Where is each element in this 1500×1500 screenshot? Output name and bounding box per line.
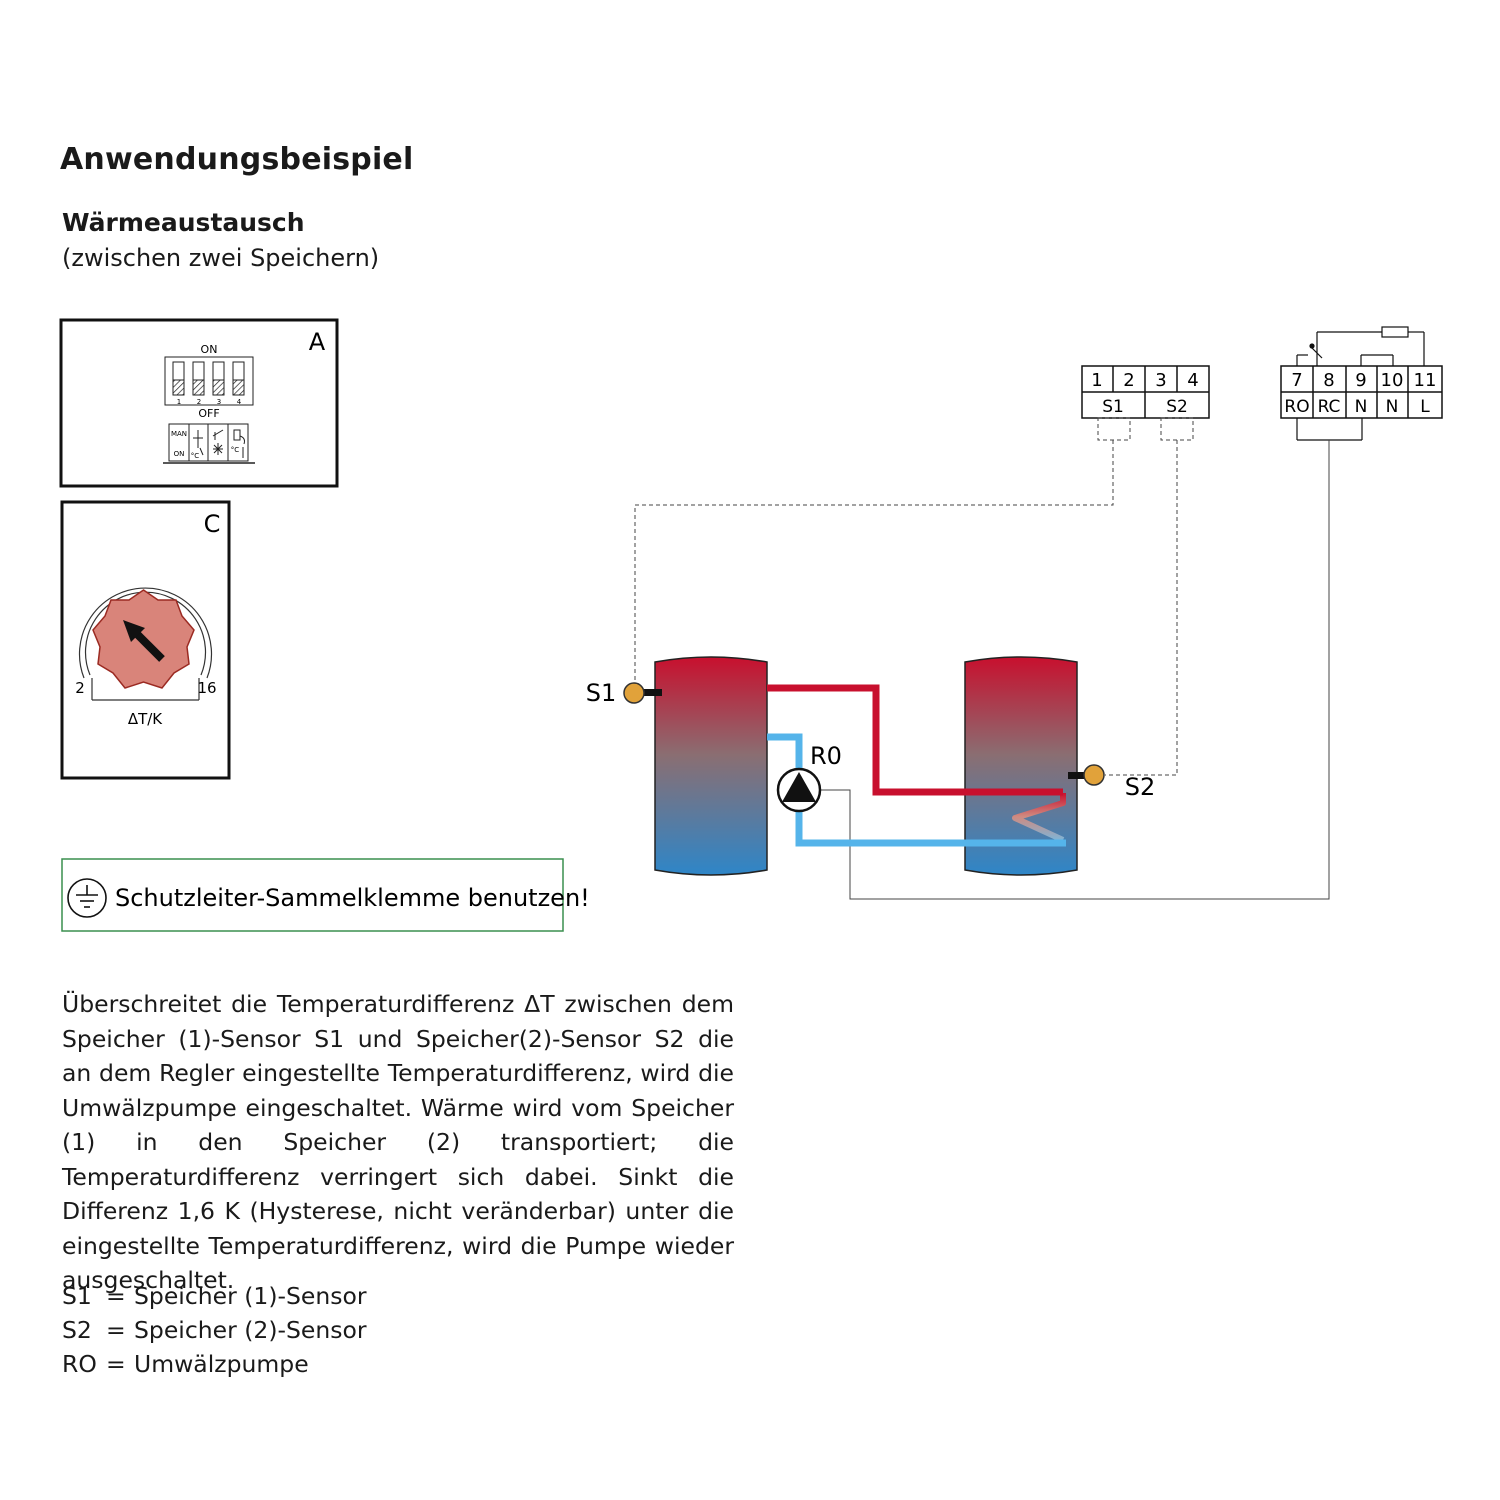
abbreviation-legend: S1 = Speicher (1)-Sensor S2 = Speicher (… <box>62 1279 367 1381</box>
dial-max-label: 16 <box>197 679 216 697</box>
dip-off-label: OFF <box>198 407 219 420</box>
page-title: Anwendungsbeispiel <box>60 142 414 177</box>
sensor-s2 <box>1068 764 1105 786</box>
terminal-number-4: 4 <box>1187 370 1198 391</box>
legend-row: RO = Umwälzpumpe <box>62 1347 367 1381</box>
mode-label-man: MAN <box>171 430 187 438</box>
cold-pipe <box>767 733 803 772</box>
dip-number-1: 1 <box>177 398 181 406</box>
mode-label-on: ON <box>174 450 185 458</box>
section-subtitle: (zwischen zwei Speichern) <box>62 244 380 272</box>
relay-terminal-block: 7 8 9 10 11 RO RC N N L <box>1280 326 1443 441</box>
legend-equals: = <box>106 1282 126 1310</box>
terminal-label-n1: N <box>1355 397 1368 417</box>
dip-switch-2[interactable] <box>192 361 205 396</box>
dip-number-2: 2 <box>197 398 201 406</box>
legend-key: S2 <box>62 1316 92 1344</box>
section-title: Wärmeaustausch <box>62 208 305 237</box>
terminal-number-11: 11 <box>1414 370 1437 391</box>
terminal-label-s2: S2 <box>1166 397 1188 417</box>
panel-c-letter: C <box>204 510 221 538</box>
dip-switch-4[interactable] <box>232 361 245 396</box>
pump-power-wire <box>820 440 1330 900</box>
terminal-number-8: 8 <box>1323 370 1334 391</box>
terminal-number-10: 10 <box>1381 370 1404 391</box>
dip-switch-3[interactable] <box>212 361 225 396</box>
dip-on-label: ON <box>201 343 218 356</box>
dial-min-label: 2 <box>75 679 85 697</box>
sensor-s1 <box>623 682 662 704</box>
terminal-number-3: 3 <box>1155 370 1166 391</box>
legend-row: S2 = Speicher (2)-Sensor <box>62 1313 367 1347</box>
relay-contact-wiring <box>1296 326 1425 441</box>
sensor-s1-label: S1 <box>586 679 617 707</box>
storage-tank-1 <box>654 656 768 876</box>
terminal-number-2: 2 <box>1123 370 1134 391</box>
terminal-number-7: 7 <box>1291 370 1302 391</box>
heat-exchanger-coil <box>1012 793 1066 843</box>
ground-icon <box>67 878 107 918</box>
terminal-label-ro: RO <box>1284 397 1309 417</box>
terminal-label-n2: N <box>1386 397 1399 417</box>
cold-return-pipe <box>795 810 1066 847</box>
pump-label: R0 <box>810 742 842 770</box>
mode-symbol-strip <box>163 423 255 464</box>
dip-switch-panel: A ON 1 2 3 4 OFF <box>59 318 339 488</box>
ground-notice-text: Schutzleiter-Sammelklemme benutzen! <box>115 884 590 912</box>
terminal-number-1: 1 <box>1091 370 1102 391</box>
hot-pipe <box>767 684 1063 796</box>
dial-unit-label: ΔT/K <box>128 710 163 728</box>
legend-equals: = <box>106 1316 126 1344</box>
circulation-pump <box>776 767 822 813</box>
knob-pointer-arrow <box>123 620 165 662</box>
mode-label-celsius-2: °C <box>231 446 240 454</box>
legend-value: Speicher (1)-Sensor <box>134 1282 367 1310</box>
dip-number-4: 4 <box>237 398 242 406</box>
legend-key: S1 <box>62 1282 92 1310</box>
legend-value: Umwälzpumpe <box>134 1350 309 1378</box>
storage-tank-2 <box>964 656 1078 876</box>
terminal-number-9: 9 <box>1355 370 1366 391</box>
legend-key: RO <box>62 1350 97 1378</box>
sensor-s2-label: S2 <box>1125 773 1156 801</box>
sensor-terminal-block: 1 2 3 4 S1 S2 <box>1081 365 1210 441</box>
panel-a-letter: A <box>309 328 326 356</box>
legend-value: Speicher (2)-Sensor <box>134 1316 367 1344</box>
terminal-label-rc: RC <box>1318 397 1341 417</box>
terminal-label-l: L <box>1420 397 1430 417</box>
sensor-wiring <box>634 440 1178 776</box>
mode-label-celsius-1: °C <box>191 452 200 460</box>
description-paragraph: Überschreitet die Temperaturdifferenz ΔT… <box>62 990 734 1294</box>
ground-notice-box: Schutzleiter-Sammelklemme benutzen! <box>61 858 590 932</box>
legend-row: S1 = Speicher (1)-Sensor <box>62 1279 367 1313</box>
legend-equals: = <box>106 1350 126 1378</box>
terminal-label-s1: S1 <box>1102 397 1124 417</box>
delta-t-dial-panel: C 2 16 ΔT/K <box>60 500 231 780</box>
dip-switch-1[interactable] <box>172 361 185 396</box>
dip-number-3: 3 <box>217 398 221 406</box>
